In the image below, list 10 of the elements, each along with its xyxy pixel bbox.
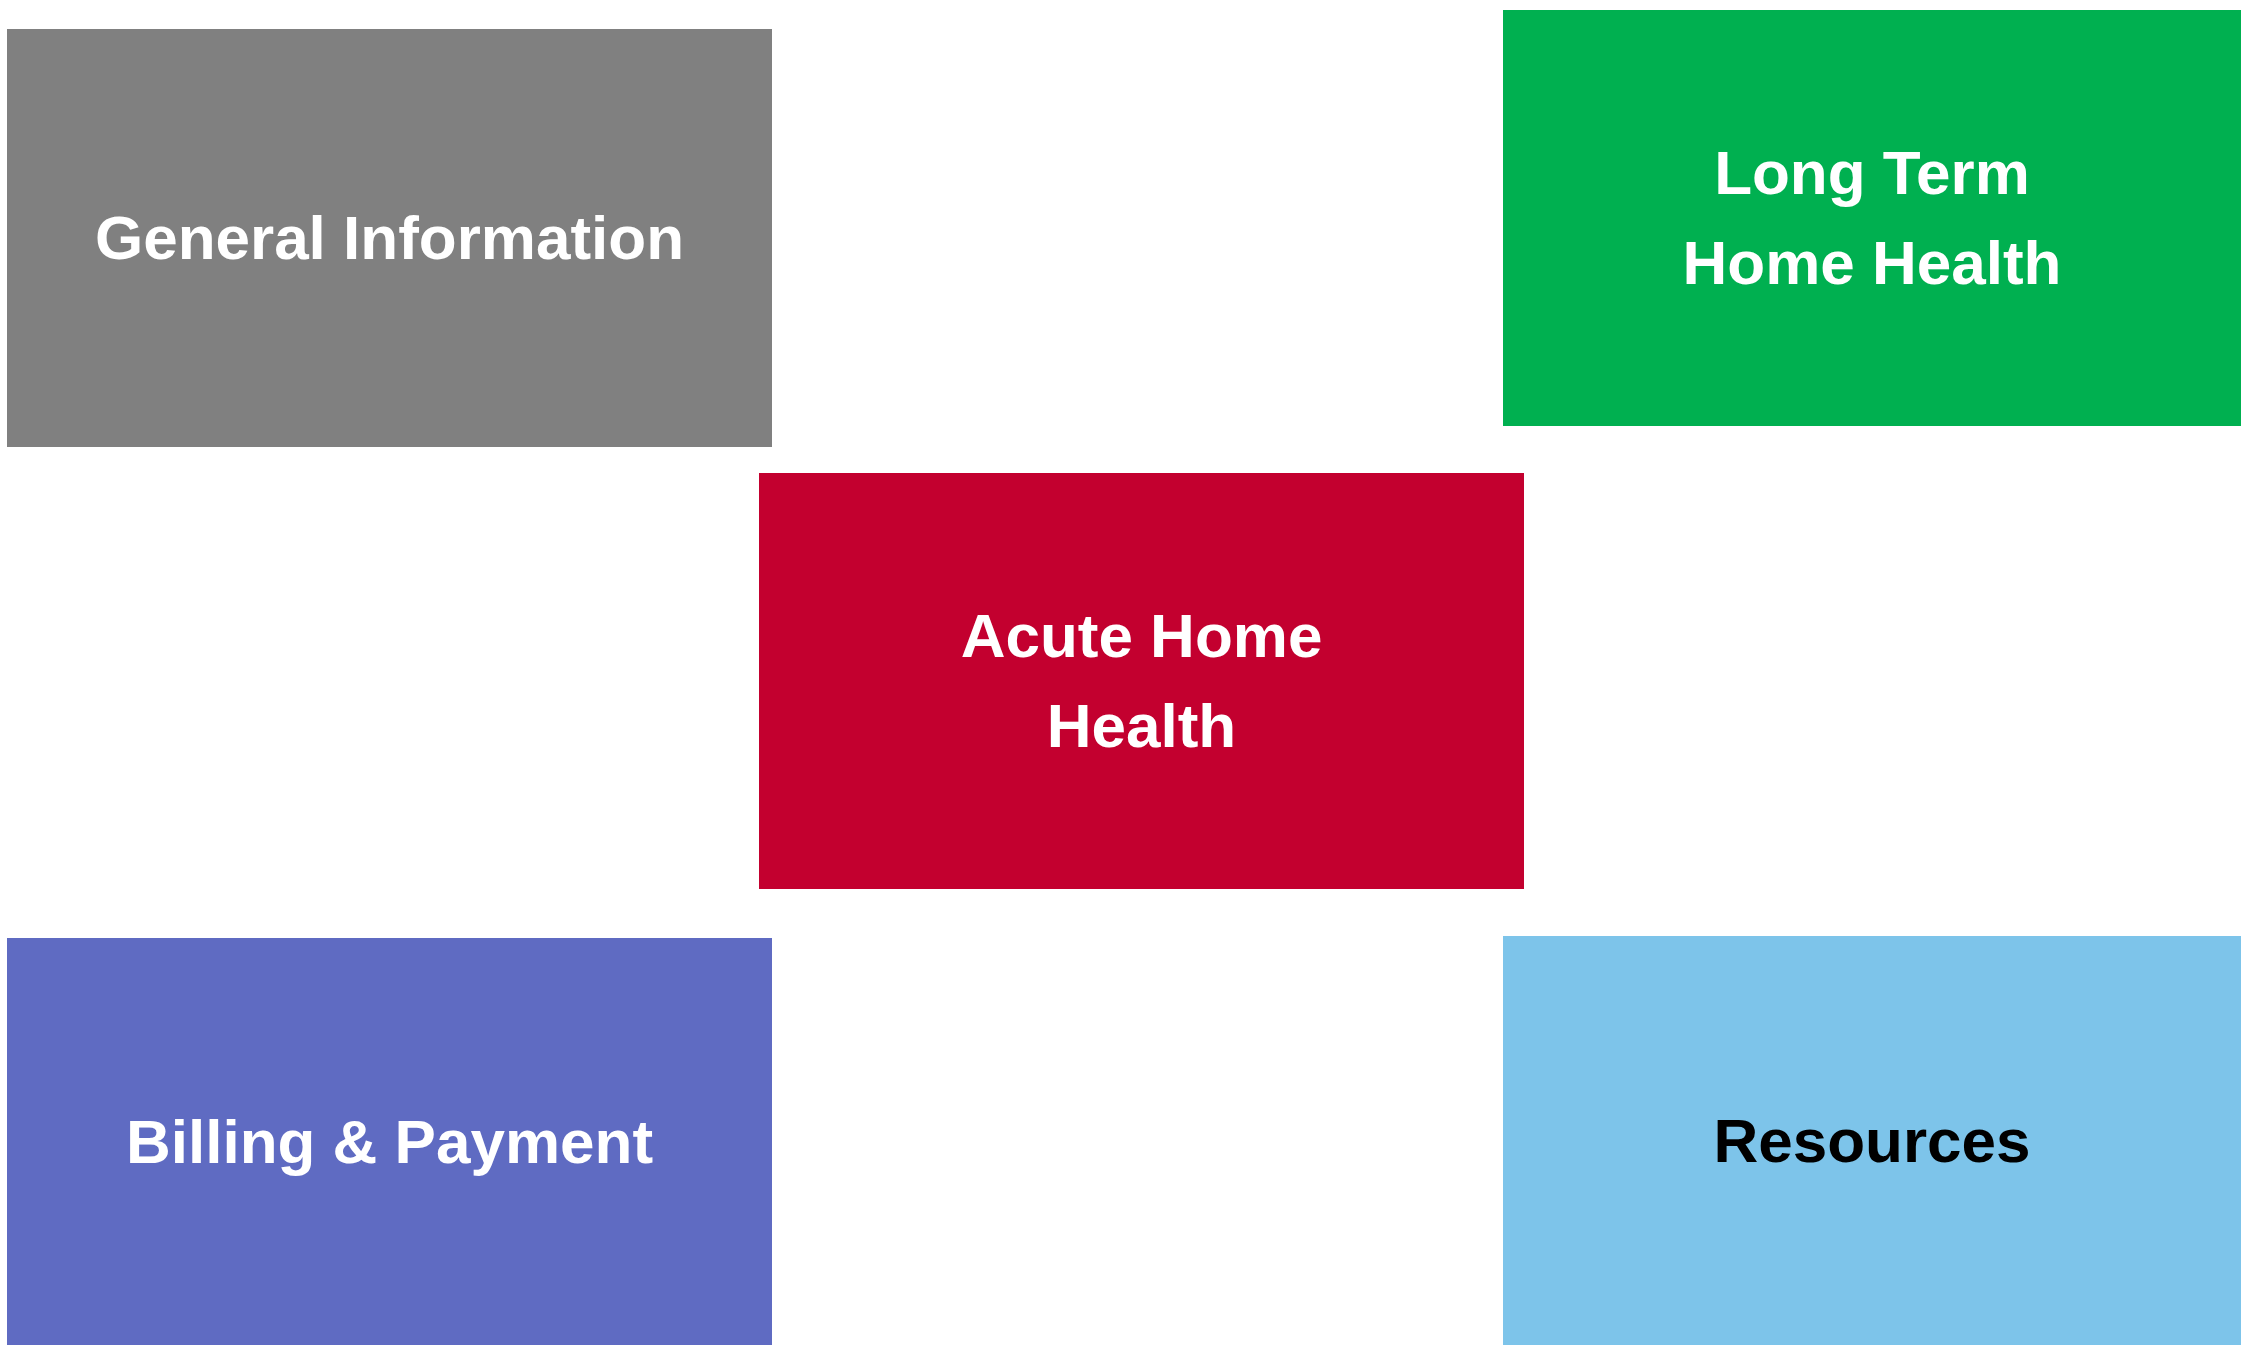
topic-box xyxy=(7,938,772,1345)
topic-label: Resources xyxy=(1713,1104,2031,1177)
topic-label: Long Term Home Health xyxy=(1681,137,2063,299)
topic-label: Acute Home Health xyxy=(959,600,1324,762)
topic-label: General Information xyxy=(94,202,685,275)
topic-box xyxy=(7,29,772,447)
topic-box xyxy=(1503,10,2241,426)
topic-box xyxy=(1503,936,2241,1345)
topic-box xyxy=(759,473,1524,889)
topic-label: Billing & Payment xyxy=(125,1105,654,1178)
